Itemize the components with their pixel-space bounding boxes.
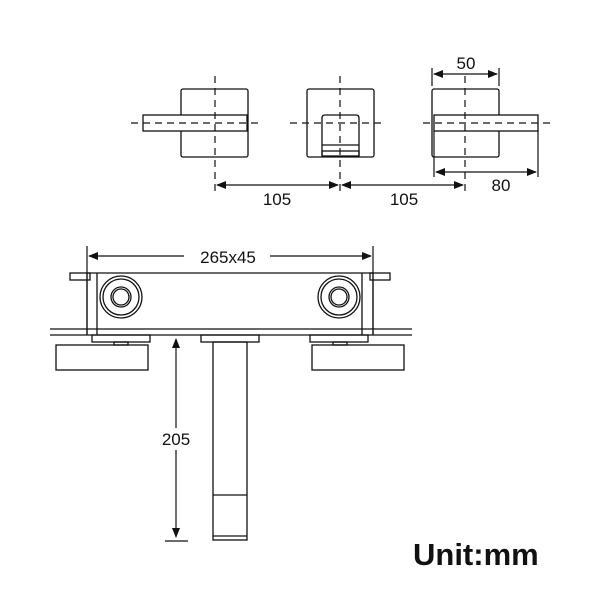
dimension-label-205: 205 — [162, 430, 190, 449]
dimension-label-105-left: 105 — [263, 190, 291, 209]
dimension-spout-length: 205 — [158, 338, 194, 542]
dimension-handle-length: 80 — [433, 131, 539, 195]
right-handle-front-view — [309, 334, 405, 371]
top-view: 50 80 105 105 — [131, 54, 550, 209]
dimension-label-265x45: 265x45 — [200, 248, 256, 267]
left-handle-top-view — [131, 76, 258, 192]
right-handle-top-view — [423, 76, 550, 192]
front-view: 265x45 — [50, 246, 412, 542]
spout-plate-top-view — [290, 76, 382, 192]
unit-label: Unit:mm — [413, 537, 539, 572]
dimension-handle-spacing: 105 105 — [216, 181, 464, 209]
dimension-body-size: 265x45 — [86, 246, 374, 335]
dimension-label-105-right: 105 — [390, 190, 418, 209]
dimension-plate-width: 50 — [431, 54, 500, 86]
dimension-label-50: 50 — [457, 54, 476, 73]
valve-body — [69, 272, 391, 335]
dimension-label-80: 80 — [492, 176, 511, 195]
spout-front-view — [200, 334, 260, 541]
left-handle-front-view — [55, 334, 151, 371]
